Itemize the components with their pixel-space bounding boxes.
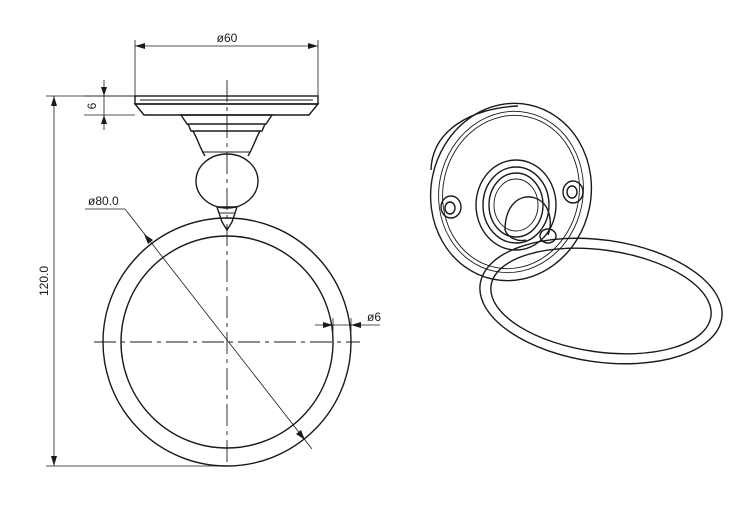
- dim-ring-section: ø6: [315, 310, 381, 332]
- dim-label-overall-height: 120.0: [37, 266, 51, 296]
- iso-wall-plate: [429, 102, 593, 282]
- iso-mount-boss: [475, 159, 557, 251]
- ring-connector: [216, 206, 238, 232]
- stem: [179, 114, 274, 157]
- iso-ring: [479, 237, 723, 365]
- dim-overall-height: 120.0: [37, 95, 227, 467]
- dim-label-ring-section: ø6: [367, 310, 381, 324]
- dim-label-base-thickness: 6: [85, 102, 99, 109]
- iso-arm: [504, 196, 557, 244]
- iso-screw-holes: [440, 180, 584, 219]
- dim-base-thickness: 6: [84, 80, 135, 130]
- dim-base-diameter: ø60: [134, 31, 319, 96]
- front-view: ø60 6 120.0 ø80.0: [37, 31, 381, 467]
- isometric-view: [429, 102, 723, 365]
- dim-ring-diameter: ø80.0: [85, 194, 313, 450]
- dim-label-ring-diameter: ø80.0: [88, 194, 119, 208]
- base-plate: [133, 95, 320, 116]
- dim-label-base-diameter: ø60: [217, 31, 238, 45]
- centerlines: [94, 80, 360, 462]
